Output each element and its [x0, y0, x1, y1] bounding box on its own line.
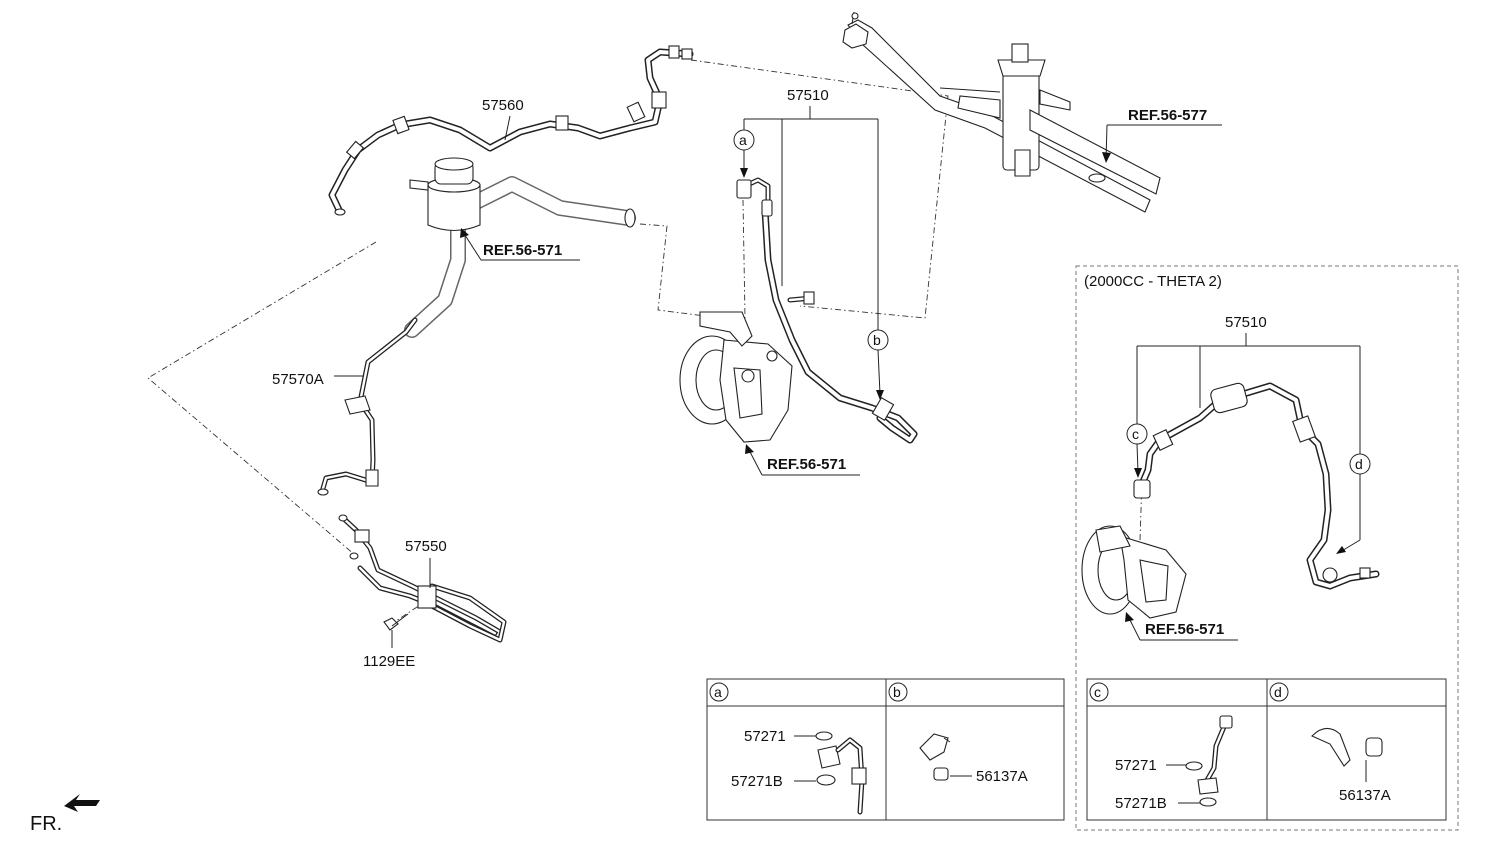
marker-c[interactable]: c: [1126, 423, 1148, 478]
ref-56-577-callout[interactable]: REF.56-577: [1102, 107, 1222, 163]
label-1129ee: 1129EE: [363, 653, 415, 670]
theta-pressure-hose-57510[interactable]: [1133, 382, 1380, 590]
svg-text:b: b: [873, 332, 881, 348]
return-hose-57560[interactable]: [328, 45, 694, 216]
svg-text:d: d: [1274, 684, 1282, 700]
detail-a[interactable]: a 57271 57271B: [709, 682, 867, 815]
label-57550: 57550: [405, 538, 447, 555]
marker-d[interactable]: d: [1336, 453, 1371, 554]
power-steering-pump: [679, 311, 793, 443]
svg-text:b: b: [893, 684, 901, 700]
detail-box-ab: a 57271 57271B b 56137A: [706, 678, 1065, 821]
front-arrow-icon: [64, 794, 100, 812]
theta-ref-pump-callout[interactable]: REF.56-571: [1125, 612, 1238, 641]
detail-b[interactable]: b 56137A: [888, 682, 1028, 785]
svg-text:a: a: [739, 132, 747, 148]
front-direction-indicator: FR.: [30, 794, 100, 835]
label-57510-bracket: 57510: [743, 87, 879, 330]
return-tube-57570a[interactable]: [317, 317, 418, 496]
detail-b-part-1: 56137A: [976, 768, 1028, 785]
theta-label-57510: 57510: [1225, 314, 1267, 331]
detail-d[interactable]: d 56137A: [1269, 682, 1391, 804]
theta-2-group: (2000CC - THETA 2) 57510: [1075, 265, 1459, 831]
ref-reservoir-label: REF.56-571: [483, 242, 562, 259]
fr-label: FR.: [30, 813, 62, 835]
theta-ref-pump-label: REF.56-571: [1145, 621, 1224, 638]
marker-a[interactable]: a: [733, 129, 755, 178]
detail-d-part-1: 56137A: [1339, 787, 1391, 804]
detail-a-part-1: 57271: [744, 728, 786, 745]
pressure-hose-57510[interactable]: [736, 177, 918, 444]
detail-c-part-1: 57271: [1115, 757, 1157, 774]
svg-text:a: a: [714, 684, 722, 700]
label-57570a: 57570A: [272, 371, 324, 388]
ref-pump-label: REF.56-571: [767, 456, 846, 473]
oil-cooler-57550[interactable]: [338, 514, 507, 643]
theta-2-title: (2000CC - THETA 2): [1084, 273, 1222, 290]
svg-text:c: c: [1132, 426, 1139, 442]
label-57560: 57560: [482, 97, 524, 114]
ref-56-577-label: REF.56-577: [1128, 107, 1207, 124]
phantom-lines: [147, 59, 1143, 626]
label-57510: 57510: [787, 87, 829, 104]
detail-c-part-2: 57271B: [1115, 795, 1167, 812]
theta-pump: [1081, 525, 1187, 619]
svg-text:d: d: [1355, 456, 1363, 472]
ref-pump-callout[interactable]: REF.56-571: [745, 444, 860, 476]
detail-a-part-2: 57271B: [731, 773, 783, 790]
bolt-1129ee[interactable]: [383, 613, 409, 631]
reservoir-assembly: [404, 157, 636, 338]
steering-gear: [842, 11, 1161, 213]
svg-text:c: c: [1094, 684, 1101, 700]
detail-c[interactable]: c 57271 57271B: [1089, 682, 1233, 812]
ref-reservoir-callout[interactable]: REF.56-571: [460, 228, 580, 261]
marker-b[interactable]: b: [867, 329, 889, 400]
detail-box-cd: c 57271 57271B d 56137A: [1086, 678, 1447, 821]
